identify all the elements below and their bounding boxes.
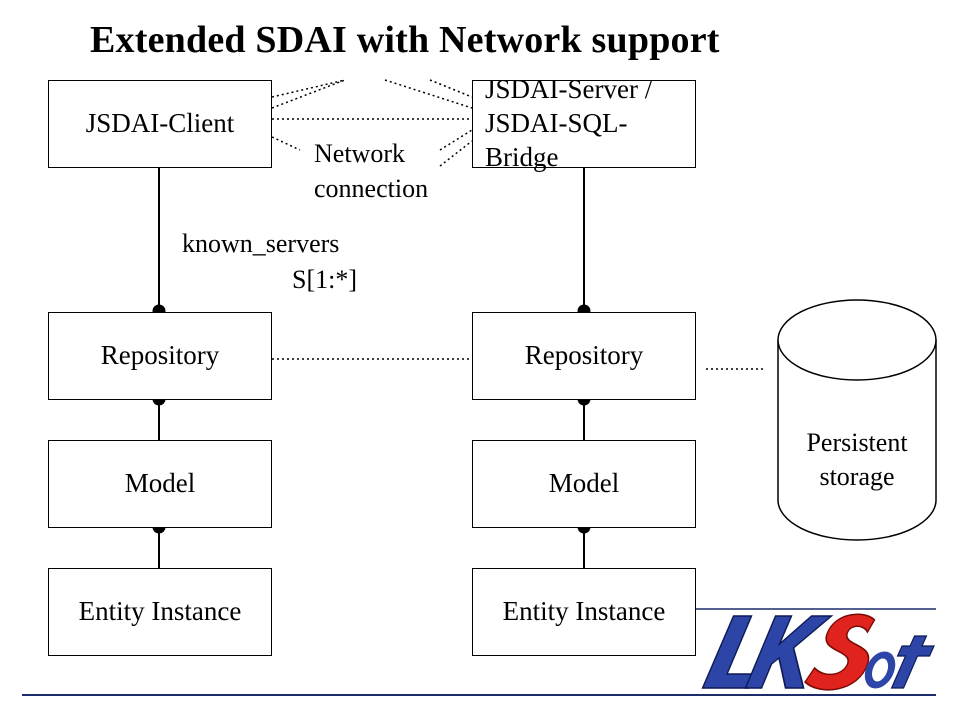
network-dotted-line — [271, 136, 301, 151]
network-dotted-line — [271, 79, 346, 98]
storage-label-line1: Persistent — [806, 428, 908, 457]
server-repository-label: Repository — [524, 340, 644, 371]
network-label-line1: Network — [314, 139, 405, 168]
lksoft-logo — [696, 608, 936, 691]
storage-cylinder — [777, 299, 937, 541]
network-dotted-line — [439, 140, 473, 167]
cylinder-body — [777, 340, 937, 541]
server-box: JSDAI-Server / JSDAI-SQL-Bridge — [472, 74, 696, 172]
cylinder-top — [777, 299, 937, 381]
client-label: JSDAI-Client — [85, 108, 235, 139]
network-connection-label: Network connection — [314, 136, 428, 206]
client-entity-box: Entity Instance — [48, 568, 272, 656]
client-box: JSDAI-Client — [48, 80, 272, 168]
client-model-box: Model — [48, 440, 272, 528]
client-repository-label: Repository — [100, 340, 220, 371]
server-label-line1: JSDAI-Server / — [485, 74, 653, 105]
server-model-label: Model — [548, 468, 620, 499]
solid-connectors — [158, 168, 585, 568]
server-label-line2: JSDAI-SQL-Bridge — [485, 108, 628, 172]
association-name-label: known_servers — [182, 229, 340, 258]
network-dotted-line — [271, 79, 346, 109]
network-dotted-line — [384, 79, 473, 109]
diagram-title: Extended SDAI with Network support — [90, 19, 720, 61]
network-dotted-line — [429, 79, 473, 98]
client-entity-label: Entity Instance — [78, 596, 242, 627]
storage-label-line2: storage — [819, 461, 895, 491]
server-entity-label: Entity Instance — [502, 596, 666, 627]
network-label-line2: connection — [314, 174, 429, 204]
network-dotted-line — [439, 129, 473, 151]
storage-label: Persistent storage — [778, 426, 936, 494]
association-multiplicity-label: S[1:*] — [292, 265, 357, 294]
server-entity-box: Entity Instance — [472, 568, 696, 656]
server-model-box: Model — [472, 440, 696, 528]
server-repository-box: Repository — [472, 312, 696, 400]
network-connections — [271, 79, 765, 370]
client-model-label: Model — [124, 468, 196, 499]
client-repository-box: Repository — [48, 312, 272, 400]
